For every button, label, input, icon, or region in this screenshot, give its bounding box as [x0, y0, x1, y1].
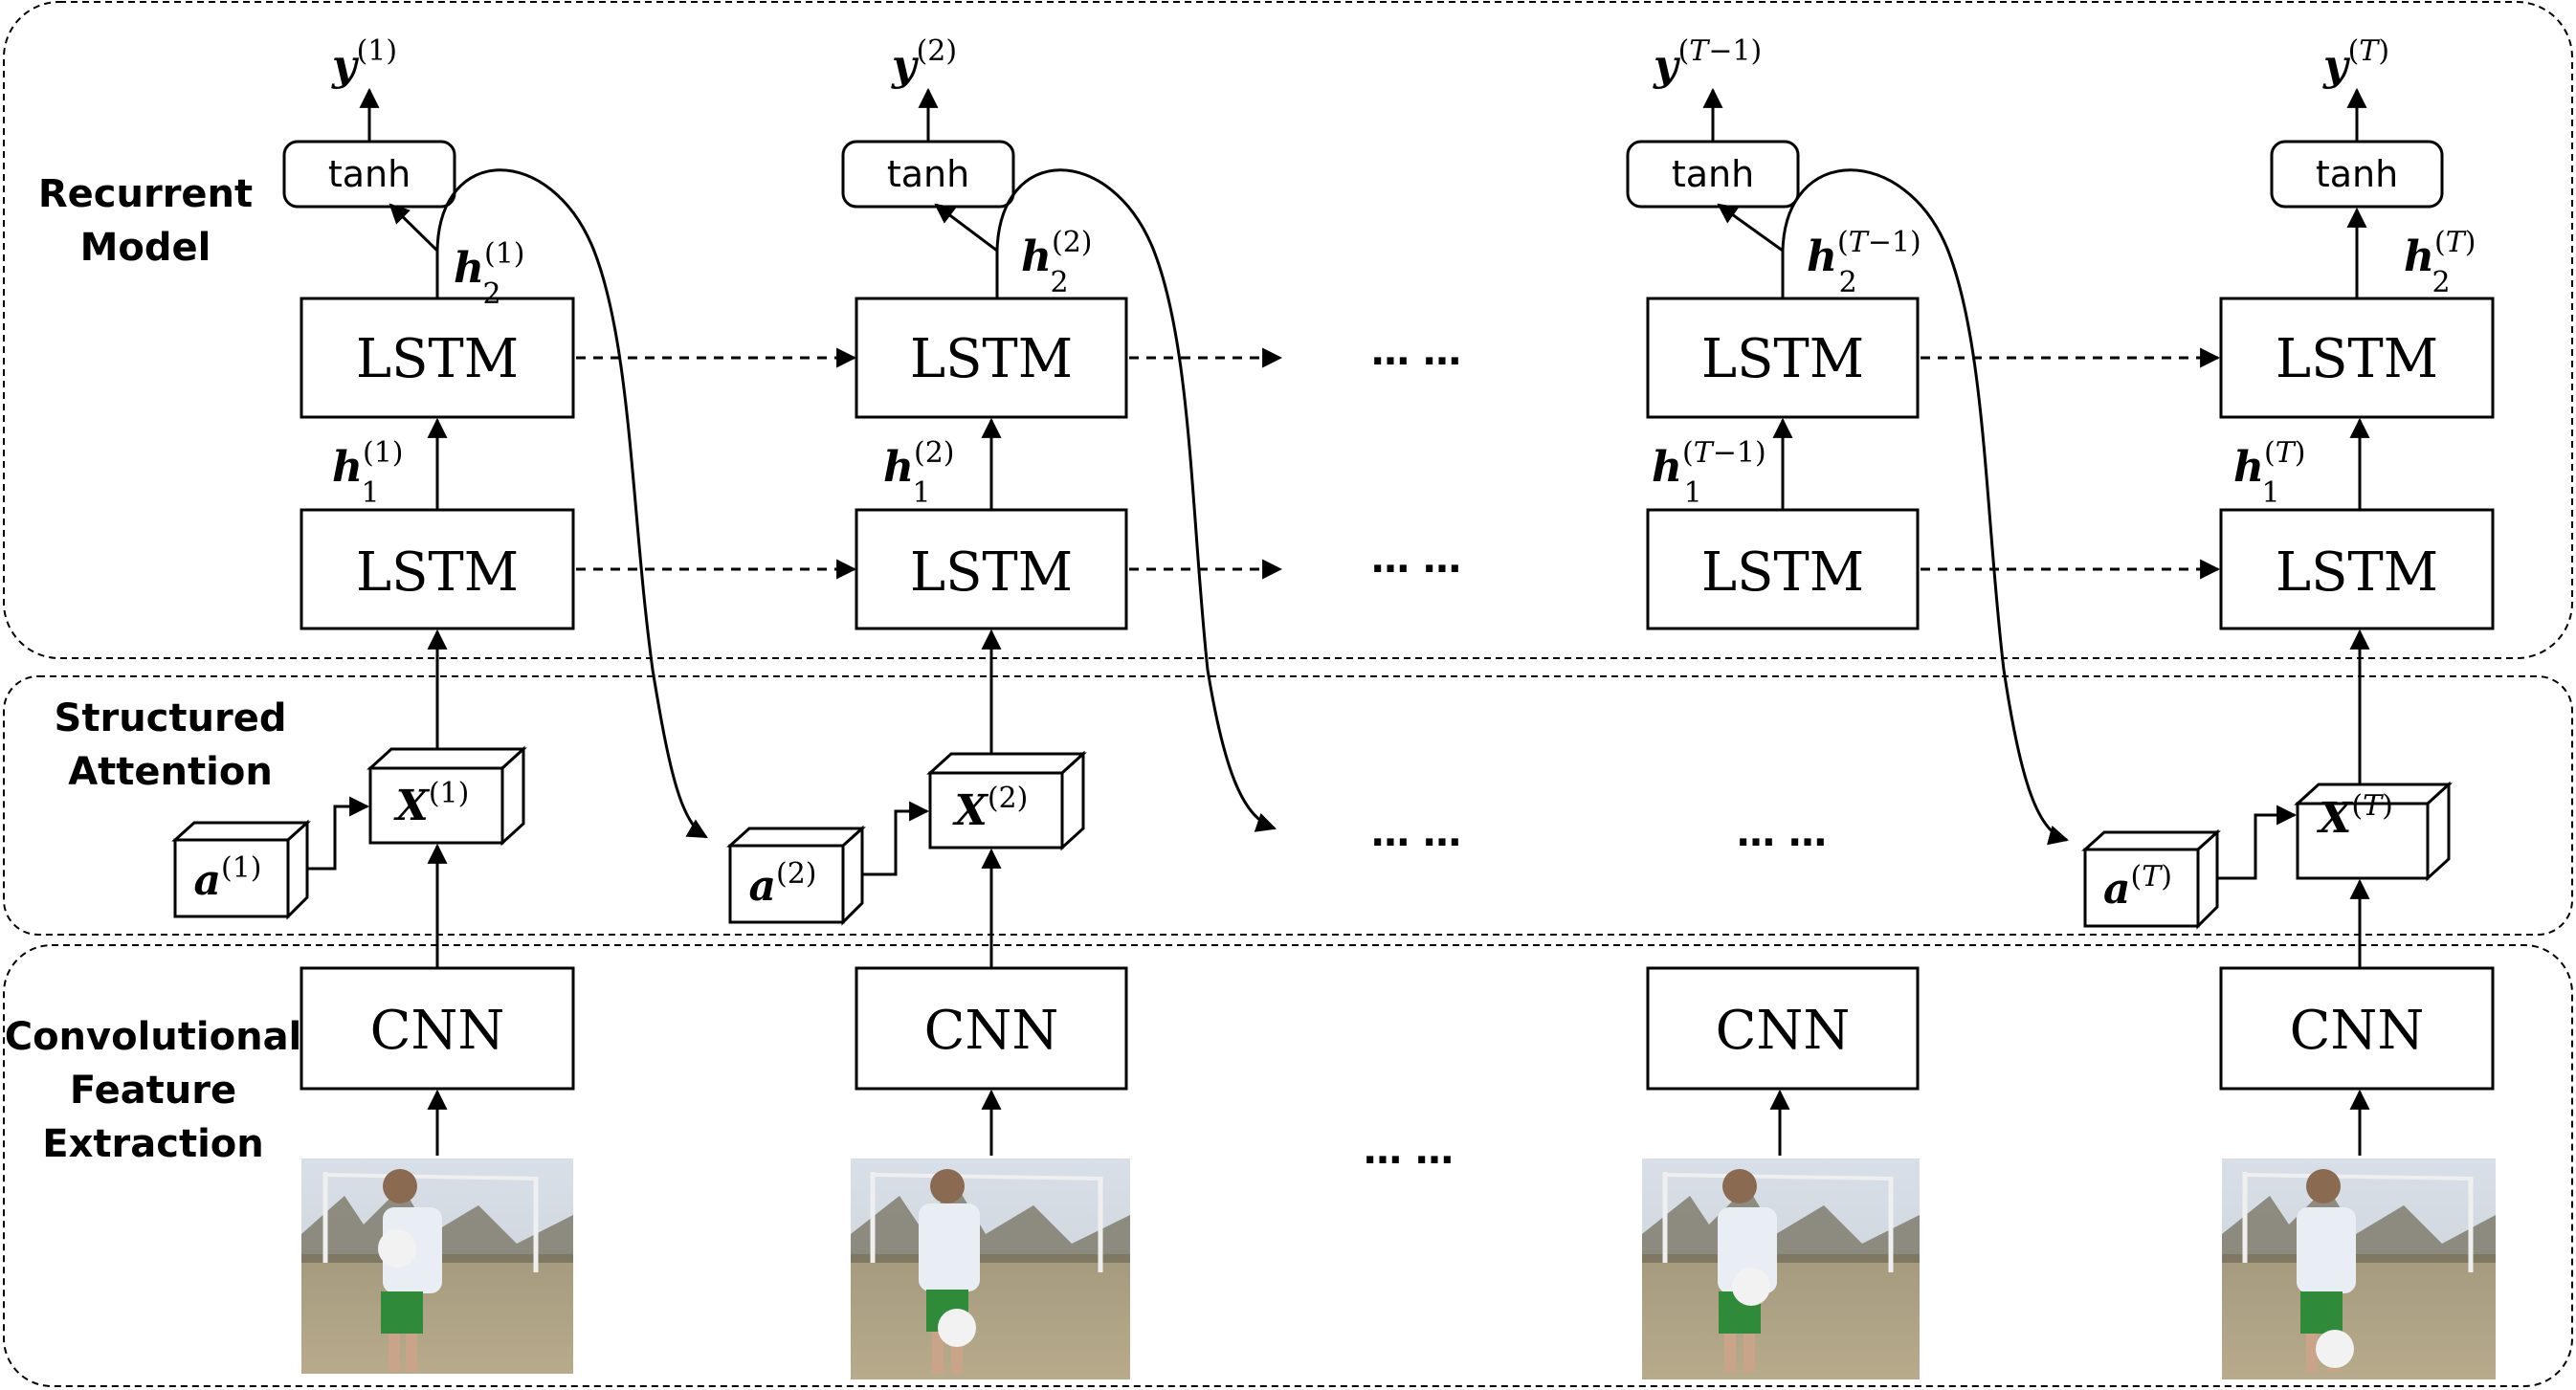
lstm-label-top: LSTM: [356, 328, 519, 390]
cnn-label: CNN: [1716, 1000, 1851, 1062]
x-feature-cube: [366, 745, 527, 847]
h1-label: h(T−1)1: [1652, 436, 1766, 510]
lstm-box-bottom: [2219, 508, 2495, 630]
tanh-label: tanh: [1672, 153, 1754, 195]
ellipsis-attention-2: … …: [1737, 811, 1827, 855]
y-output-label: y(T): [2322, 34, 2389, 90]
y-output-label: y(2): [891, 34, 957, 90]
section-label-recurrent-2: Model: [80, 226, 211, 270]
column-3: LSTM LSTM tanh CNN y(T−1) h(T−1: [1626, 34, 2221, 1379]
ellipsis-bottom-lstm: … …: [1371, 538, 1461, 582]
lstm-label-top: LSTM: [1701, 328, 1864, 390]
a-label: a(1): [193, 851, 261, 905]
tanh-label: tanh: [2316, 153, 2398, 195]
cnn-box: [855, 966, 1128, 1091]
h2-label: h(1)2: [454, 237, 525, 311]
section-label-features-2: Feature: [70, 1069, 236, 1113]
lstm-label-top: LSTM: [2276, 328, 2438, 390]
cnn-label: CNN: [924, 1000, 1059, 1062]
y-output-label: y(T−1): [1653, 34, 1762, 90]
cnn-box: [2219, 966, 2495, 1091]
feature-extraction-frame: [3, 944, 2573, 1387]
video-frame-image: [851, 1158, 1130, 1379]
section-label-features-3: Extraction: [42, 1122, 263, 1166]
lstm-box-bottom: [300, 508, 575, 630]
tanh-label: tanh: [887, 153, 969, 195]
lstm-label-bottom: LSTM: [356, 541, 519, 604]
video-frame-image: [1642, 1158, 1920, 1379]
structured-attention-frame: [3, 675, 2573, 936]
ellipsis-frames: … …: [1364, 1129, 1454, 1173]
cnn-label: CNN: [370, 1000, 505, 1062]
section-label-features-1: Convolutional: [5, 1015, 302, 1059]
x-feature-cube: [926, 750, 1087, 851]
lstm-box-top: [300, 297, 575, 419]
x-label: X(T): [2316, 789, 2393, 843]
h1-label: h(T)1: [2233, 436, 2305, 510]
cnn-box: [1646, 966, 1920, 1091]
h2-label: h(2)2: [1021, 226, 1093, 299]
lstm-label-top: LSTM: [910, 328, 1073, 390]
attention-cube: [171, 819, 311, 920]
recurrent-model-frame: [3, 1, 2573, 659]
lstm-label-bottom: LSTM: [2276, 541, 2438, 604]
tanh-label: tanh: [328, 153, 411, 195]
video-frame-image: [2222, 1158, 2496, 1379]
lstm-label-bottom: LSTM: [1701, 541, 1864, 604]
ellipsis-attention-1: … …: [1371, 811, 1461, 855]
column-4: LSTM LSTM tanh CNN X(T) a(T): [2081, 34, 2496, 1379]
a-label: a(T): [2103, 860, 2172, 914]
section-label-recurrent-1: Recurrent: [38, 172, 253, 216]
x-feature-cube: [2294, 781, 2453, 882]
attention-cube: [2081, 828, 2221, 930]
lstm-box-top: [855, 297, 1128, 419]
x-label: X(2): [952, 782, 1029, 835]
lstm-label-bottom: LSTM: [910, 541, 1073, 604]
cnn-label: CNN: [2290, 1000, 2425, 1062]
x-label: X(1): [393, 777, 470, 830]
h1-label: h(2)1: [883, 436, 955, 510]
ellipsis-top-lstm: … …: [1371, 330, 1461, 374]
lstm-box-bottom: [855, 508, 1128, 630]
y-output-label: y(1): [331, 34, 397, 90]
h1-label: h(1)1: [332, 436, 404, 510]
section-label-attention-2: Attention: [68, 750, 273, 794]
lstm-box-top: [1646, 297, 1920, 419]
column-1: LSTM LSTM tanh CNN X(1) a(1): [171, 34, 857, 1374]
attention-cube: [726, 825, 866, 926]
h2-label: h(T−1)2: [1807, 226, 1921, 299]
h2-label: h(T)2: [2404, 226, 2476, 299]
video-frame-image: [301, 1158, 573, 1374]
column-2: LSTM LSTM tanh CNN X(2) a(2): [726, 34, 1283, 1379]
a-label: a(2): [748, 857, 816, 911]
section-label-attention-1: Structured: [55, 696, 287, 740]
cnn-box: [300, 966, 575, 1091]
